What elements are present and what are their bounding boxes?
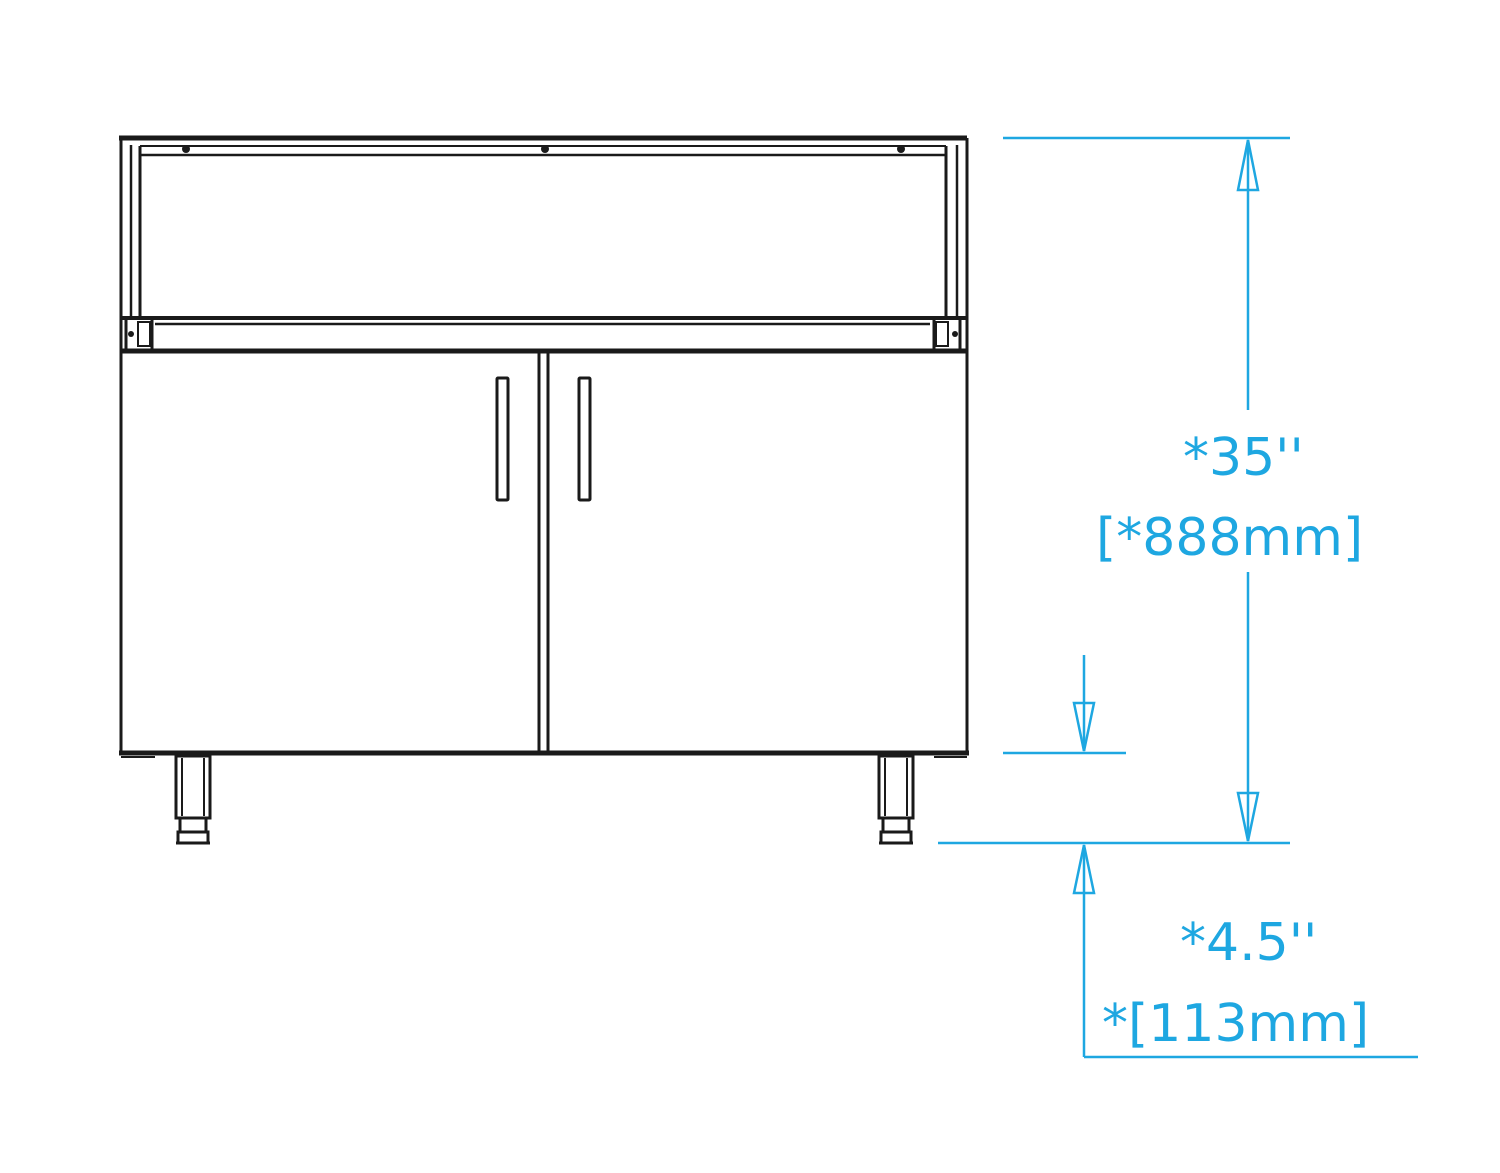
screw-left <box>182 145 190 153</box>
right-leg <box>877 754 915 845</box>
overall-height-metric: [*888mm] <box>1096 508 1364 568</box>
left-door-handle <box>495 376 510 502</box>
overall-height-dimension <box>938 136 1290 845</box>
left-leg <box>174 754 212 845</box>
screw-center <box>541 145 549 153</box>
counter-rail <box>121 316 967 354</box>
screw-right <box>897 145 905 153</box>
cabinet-body <box>119 351 969 758</box>
overall-height-imperial: *35'' <box>1183 428 1304 488</box>
right-door-handle <box>577 376 592 502</box>
leg-height-metric: *[113mm] <box>1102 994 1370 1054</box>
leg-height-imperial: *4.5'' <box>1180 913 1318 973</box>
upper-frame <box>119 135 969 352</box>
leg-height-dimension <box>1003 655 1418 1059</box>
